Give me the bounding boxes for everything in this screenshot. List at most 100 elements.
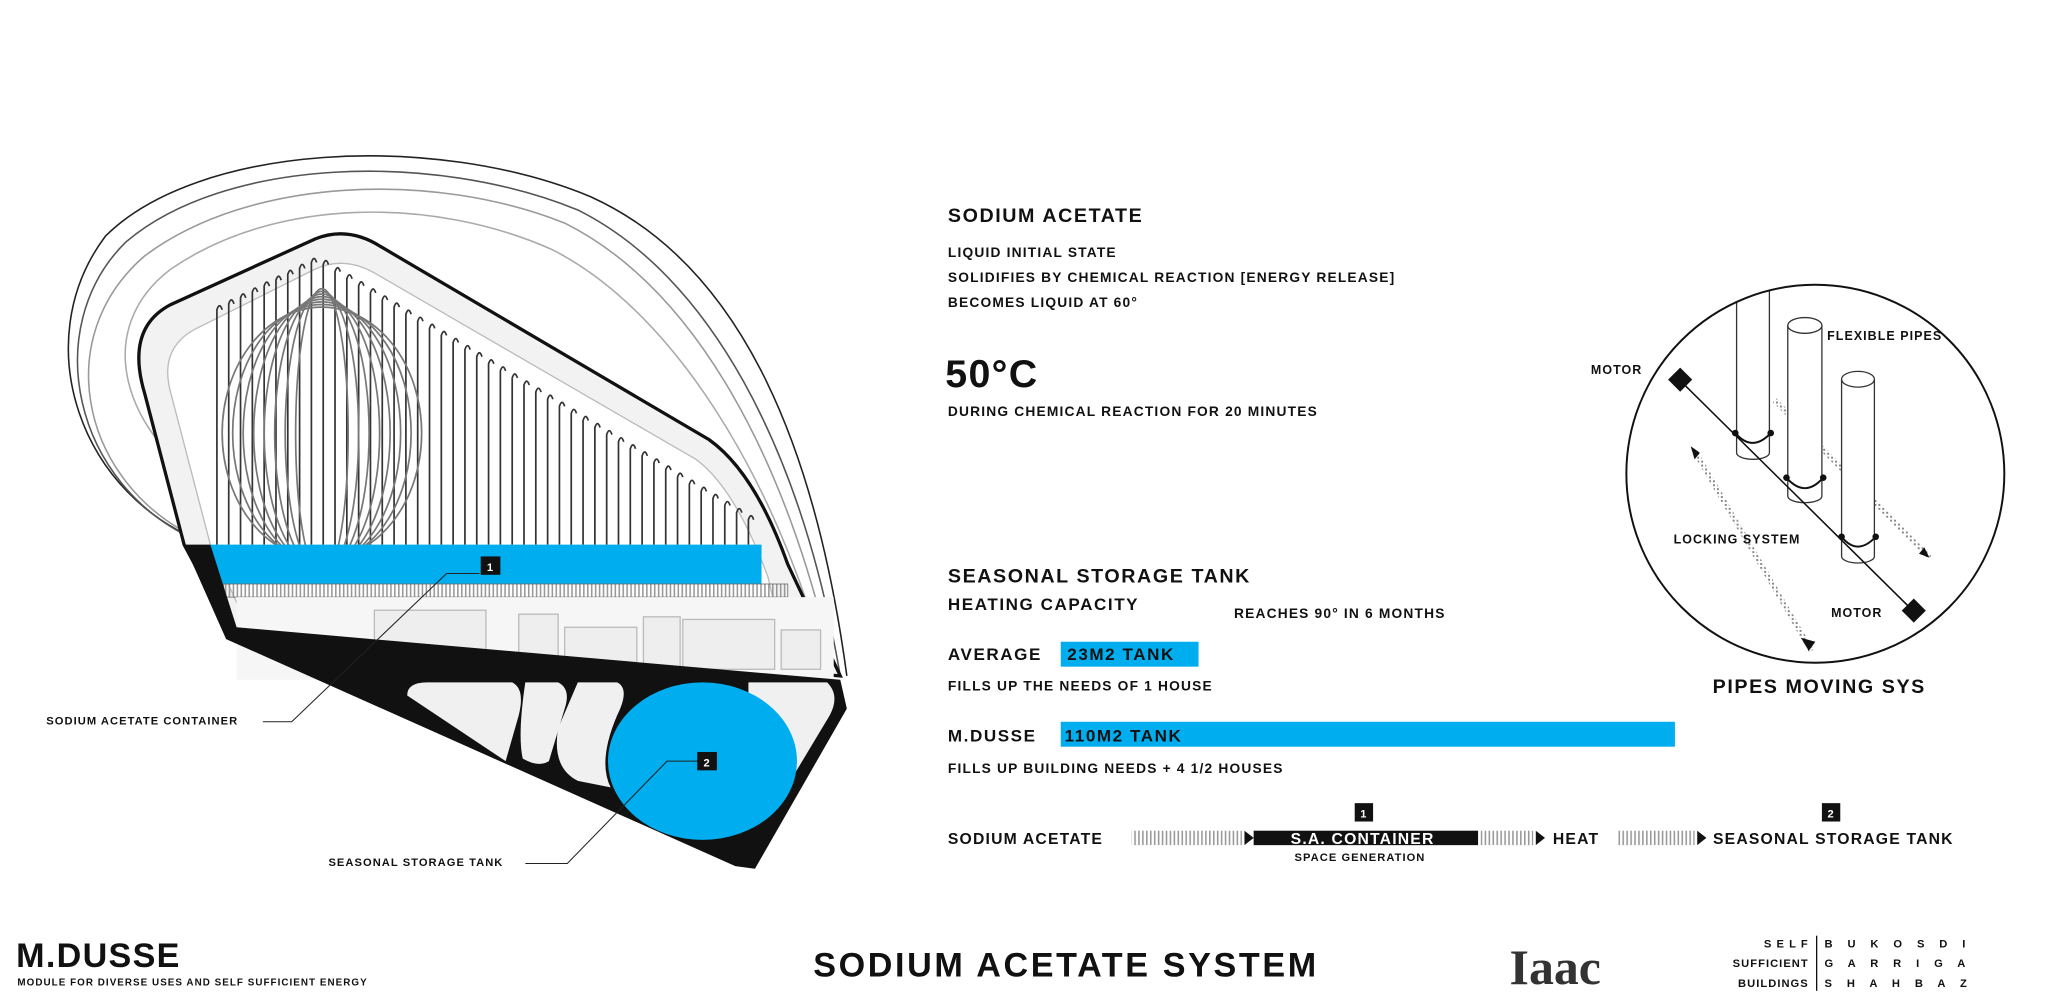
rib bbox=[298, 263, 306, 545]
project-name: M.DUSSE bbox=[16, 937, 181, 975]
flow-badge-2-box bbox=[1821, 803, 1841, 822]
rib bbox=[676, 472, 684, 545]
pipes-moving-diagram: Motor Flexible pipes Locking system Moto… bbox=[1591, 283, 2006, 698]
drawing-badge-1-box bbox=[480, 556, 501, 575]
rib bbox=[263, 281, 271, 545]
property-line: Liquid initial state bbox=[948, 245, 1117, 260]
rib bbox=[286, 269, 294, 545]
motor-top-icon bbox=[1668, 367, 1693, 392]
average-note: Fills up the needs of 1 house bbox=[948, 678, 1213, 693]
author-line: G A R R I G A bbox=[1825, 958, 1972, 970]
arrow-icon bbox=[1244, 830, 1254, 846]
flow-step-sa-container: S.A. Container bbox=[1291, 831, 1435, 848]
section-title: Seasonal Storage Tank bbox=[948, 566, 1251, 588]
rib bbox=[216, 304, 223, 545]
program-line: SUFFICIENT bbox=[1733, 958, 1809, 970]
author-line: B U K O S D I bbox=[1825, 939, 1972, 951]
mdusse-tank-bar bbox=[1060, 721, 1675, 747]
rib bbox=[747, 514, 755, 545]
author-line: S H A H B A Z bbox=[1825, 978, 1973, 990]
sodium-acetate-section: Sodium Acetate Liquid initial state Soli… bbox=[945, 205, 1396, 419]
average-tank-value: 23m2 tank bbox=[1067, 645, 1175, 664]
rib bbox=[605, 429, 613, 545]
rib bbox=[664, 465, 672, 545]
rib bbox=[641, 451, 649, 545]
program-line: S E L F bbox=[1764, 939, 1809, 951]
rib bbox=[440, 330, 448, 545]
rib bbox=[546, 394, 554, 545]
rib bbox=[227, 299, 235, 545]
average-tank-bar bbox=[1060, 641, 1199, 667]
drawing-badge-2: 2 bbox=[703, 757, 710, 769]
flow-connector bbox=[1618, 830, 1695, 846]
rib bbox=[357, 281, 365, 545]
rib bbox=[334, 266, 342, 545]
rib bbox=[452, 337, 460, 545]
rib bbox=[582, 415, 590, 545]
rib bbox=[381, 295, 389, 545]
rib bbox=[322, 259, 330, 545]
flow-connector bbox=[1131, 830, 1242, 846]
property-line: Solidifies by chemical reaction [energy … bbox=[948, 270, 1396, 285]
drive-line bbox=[1679, 380, 1915, 613]
locking-system-label: Locking system bbox=[1674, 532, 1801, 546]
rib bbox=[570, 408, 578, 545]
base-voids bbox=[407, 682, 835, 788]
storage-section: Seasonal Storage Tank Heating capacity R… bbox=[948, 566, 1675, 776]
rib bbox=[523, 380, 531, 545]
rib bbox=[251, 287, 259, 545]
rib bbox=[405, 309, 412, 545]
rib bbox=[735, 507, 743, 545]
label-sodium-acetate-container: Sodium acetate container bbox=[46, 715, 238, 727]
rib bbox=[688, 479, 696, 545]
average-label: Average bbox=[948, 645, 1042, 664]
flow-step-sodium-acetate: Sodium Acetate bbox=[948, 831, 1103, 848]
title-block: M.DUSSE Module for diverse uses and self… bbox=[16, 935, 1973, 995]
heating-capacity-label: Heating capacity bbox=[948, 595, 1139, 614]
rib bbox=[275, 275, 283, 545]
drawing-badge-2-box bbox=[697, 751, 717, 771]
rib bbox=[558, 401, 566, 545]
property-line: Becomes liquid at 60° bbox=[948, 295, 1138, 310]
drawing-badge-1: 1 bbox=[487, 562, 494, 574]
rib bbox=[629, 444, 637, 545]
rib bbox=[310, 257, 318, 545]
flow-badge-1: 1 bbox=[1360, 809, 1367, 821]
rib bbox=[723, 500, 731, 545]
rib bbox=[239, 293, 247, 545]
project-subtitle: Module for diverse uses and self suffici… bbox=[17, 978, 367, 989]
rib bbox=[428, 323, 436, 545]
flow-connector bbox=[1480, 830, 1534, 846]
flexible-pipes-label: Flexible pipes bbox=[1827, 329, 1942, 343]
pipes-diagram-title: Pipes moving sys bbox=[1713, 676, 1926, 698]
rib bbox=[617, 436, 625, 545]
rib bbox=[712, 493, 720, 545]
rib bbox=[475, 351, 483, 545]
rib bbox=[700, 486, 708, 545]
outer-wire-shell bbox=[67, 155, 848, 677]
rib bbox=[499, 366, 507, 545]
mdusse-note: Fills up building needs + 4 1/2 houses bbox=[948, 761, 1284, 776]
rib bbox=[345, 273, 353, 545]
rib bbox=[594, 422, 601, 545]
flow-badge-2: 2 bbox=[1827, 809, 1834, 821]
leader-lines bbox=[262, 572, 699, 865]
rib bbox=[464, 344, 472, 545]
rib bbox=[369, 288, 377, 545]
flexible-pipe bbox=[1735, 284, 1876, 564]
iaac-logo: Iaac bbox=[1510, 940, 1601, 995]
arrow-icon bbox=[1535, 830, 1545, 846]
mdusse-tank-value: 110m2 tank bbox=[1065, 726, 1183, 745]
module-section-drawing: 1 2 Sodium acetate container Seasonal st… bbox=[46, 155, 848, 869]
flow-step-seasonal-storage-tank: Seasonal Storage Tank bbox=[1713, 831, 1954, 848]
locking-clamp bbox=[1734, 432, 1877, 548]
sheet-title: Sodium Acetate System bbox=[813, 946, 1319, 984]
temperature-value: 50°C bbox=[945, 352, 1038, 396]
label-seasonal-storage-tank: Seasonal storage tank bbox=[328, 857, 503, 869]
rib bbox=[534, 387, 542, 545]
flow-badge-1-box bbox=[1354, 803, 1374, 822]
program-line: BUILDINGS bbox=[1738, 978, 1809, 990]
rib bbox=[393, 302, 401, 545]
reaches-note: Reaches 90° in 6 months bbox=[1234, 606, 1446, 621]
